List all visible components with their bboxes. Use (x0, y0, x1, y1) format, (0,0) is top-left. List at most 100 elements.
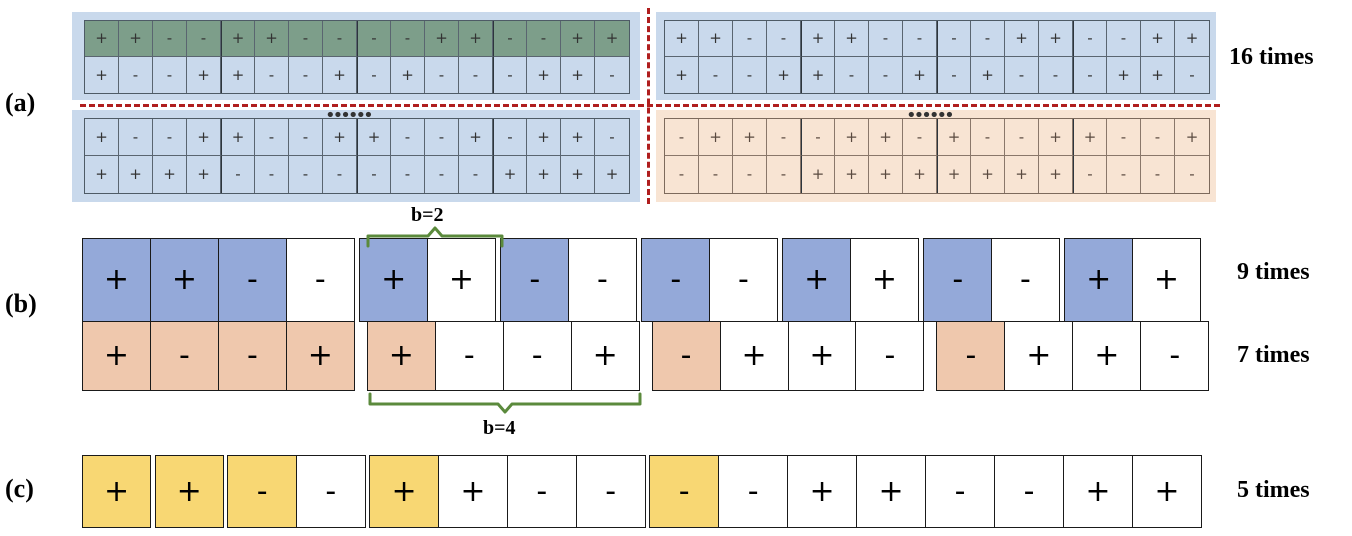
sign-cell: - (1005, 119, 1039, 156)
sign-grid-bottom-right: -++--++-+--++--+----++++++++---- (664, 118, 1210, 194)
sign-cell: - (459, 156, 493, 193)
sign-cell: + (592, 338, 618, 373)
sign-cell: - (1073, 156, 1107, 193)
sign-cell: - (835, 57, 869, 93)
sign-cell: - (289, 57, 323, 93)
sign-cell: - (1141, 156, 1175, 193)
sign-cell: - (650, 456, 720, 527)
sign-cell: - (869, 57, 903, 93)
sign-cell: - (665, 156, 699, 193)
sign-cell: - (153, 119, 187, 156)
sign-group: -- (923, 238, 1060, 322)
sign-cell: - (425, 57, 459, 93)
sign-group: --++--++ (649, 455, 1202, 528)
sign-cell: - (150, 322, 219, 390)
sign-cell: - (391, 156, 425, 193)
sign-cell: - (493, 21, 527, 57)
sign-cell: - (323, 21, 357, 57)
sign-cell: + (85, 21, 119, 57)
sign-cell: + (835, 119, 869, 156)
sign-cell: - (289, 119, 323, 156)
sign-cell: - (218, 322, 287, 390)
sign-cell: - (255, 119, 289, 156)
sign-cell: + (1175, 21, 1209, 57)
sign-cell: + (391, 57, 425, 93)
sign-cell: + (221, 21, 255, 57)
sign-cell: - (323, 156, 357, 193)
sign-group: -- (500, 238, 637, 322)
sign-cell: - (255, 156, 289, 193)
sign-cell: + (835, 156, 869, 193)
ellipsis-dots-left: •••••• (325, 105, 374, 126)
sign-cell: - (119, 57, 153, 93)
times-a: 16 times (1229, 44, 1314, 70)
sign-cell: - (1107, 156, 1141, 193)
sign-cell: - (924, 239, 993, 321)
sign-cell: - (459, 57, 493, 93)
sign-cell: + (425, 21, 459, 57)
sign-cell: + (1039, 156, 1073, 193)
sign-cell: - (221, 156, 255, 193)
sign-cell: - (1189, 165, 1195, 183)
sign-cell: + (85, 156, 119, 193)
sign-cell: - (1189, 65, 1195, 84)
sign-group: ++-- (82, 238, 355, 322)
sign-cell: + (221, 57, 255, 93)
brace-top (366, 226, 504, 248)
sign-cell: - (995, 456, 1064, 527)
sign-cell: + (1073, 322, 1142, 390)
sign-cell: + (119, 21, 153, 57)
sign-cell: + (937, 119, 971, 156)
red-dashed-divider-horizontal (80, 104, 1220, 107)
sign-cell: - (1073, 21, 1107, 57)
sign-cell: + (857, 456, 927, 527)
sign-group: ++ (359, 238, 496, 322)
sign-cell: + (83, 322, 151, 390)
sign-cell: + (83, 456, 151, 527)
sign-cell: + (323, 119, 357, 156)
sign-cell: - (937, 21, 971, 57)
sign-group: -++- (651, 321, 925, 391)
sign-cell: + (448, 262, 475, 297)
sign-cell: - (699, 156, 733, 193)
sign-cell: + (767, 57, 801, 93)
sign-cell: + (119, 156, 153, 193)
sign-cell: + (370, 456, 440, 527)
sign-cell: + (561, 119, 595, 156)
sign-cell: + (459, 21, 493, 57)
sign-cell: + (699, 21, 733, 57)
sign-cell: - (153, 57, 187, 93)
sign-cell: + (1065, 239, 1134, 321)
sign-cell: - (325, 473, 337, 509)
label-a: (a) (5, 88, 36, 117)
sign-cell: - (1039, 57, 1073, 93)
sign-cell: - (357, 156, 391, 193)
sign-cell: - (801, 119, 835, 156)
sign-cell: + (83, 239, 151, 321)
sign-grid-top-right: ++--++----++--+++--++--+-+---++- (664, 20, 1210, 94)
sign-cell: - (504, 322, 572, 390)
sign-group: ++-- (369, 455, 646, 528)
sign-cell: - (314, 262, 326, 297)
sign-cell: + (255, 21, 289, 57)
sign-cell: - (884, 338, 896, 373)
sign-cell: + (721, 322, 789, 390)
sign-cell: + (788, 456, 858, 527)
sign-cell: + (971, 156, 1005, 193)
sign-cell: + (699, 119, 733, 156)
sign-cell: + (1005, 21, 1039, 57)
label-c: (c) (5, 474, 34, 503)
sign-cell: - (357, 57, 391, 93)
sign-cell: + (903, 156, 937, 193)
sign-cell: + (1141, 21, 1175, 57)
sign-cell: - (527, 21, 561, 57)
sign-cell: - (289, 156, 323, 193)
sign-cell: + (783, 239, 852, 321)
times-c: 5 times (1237, 477, 1310, 503)
sign-group: + (154, 455, 224, 528)
sign-group: -++- (936, 321, 1210, 391)
sign-cell: - (425, 119, 459, 156)
sign-cell: + (665, 21, 699, 57)
sign-cell: - (391, 21, 425, 57)
sign-cell: + (155, 456, 223, 527)
